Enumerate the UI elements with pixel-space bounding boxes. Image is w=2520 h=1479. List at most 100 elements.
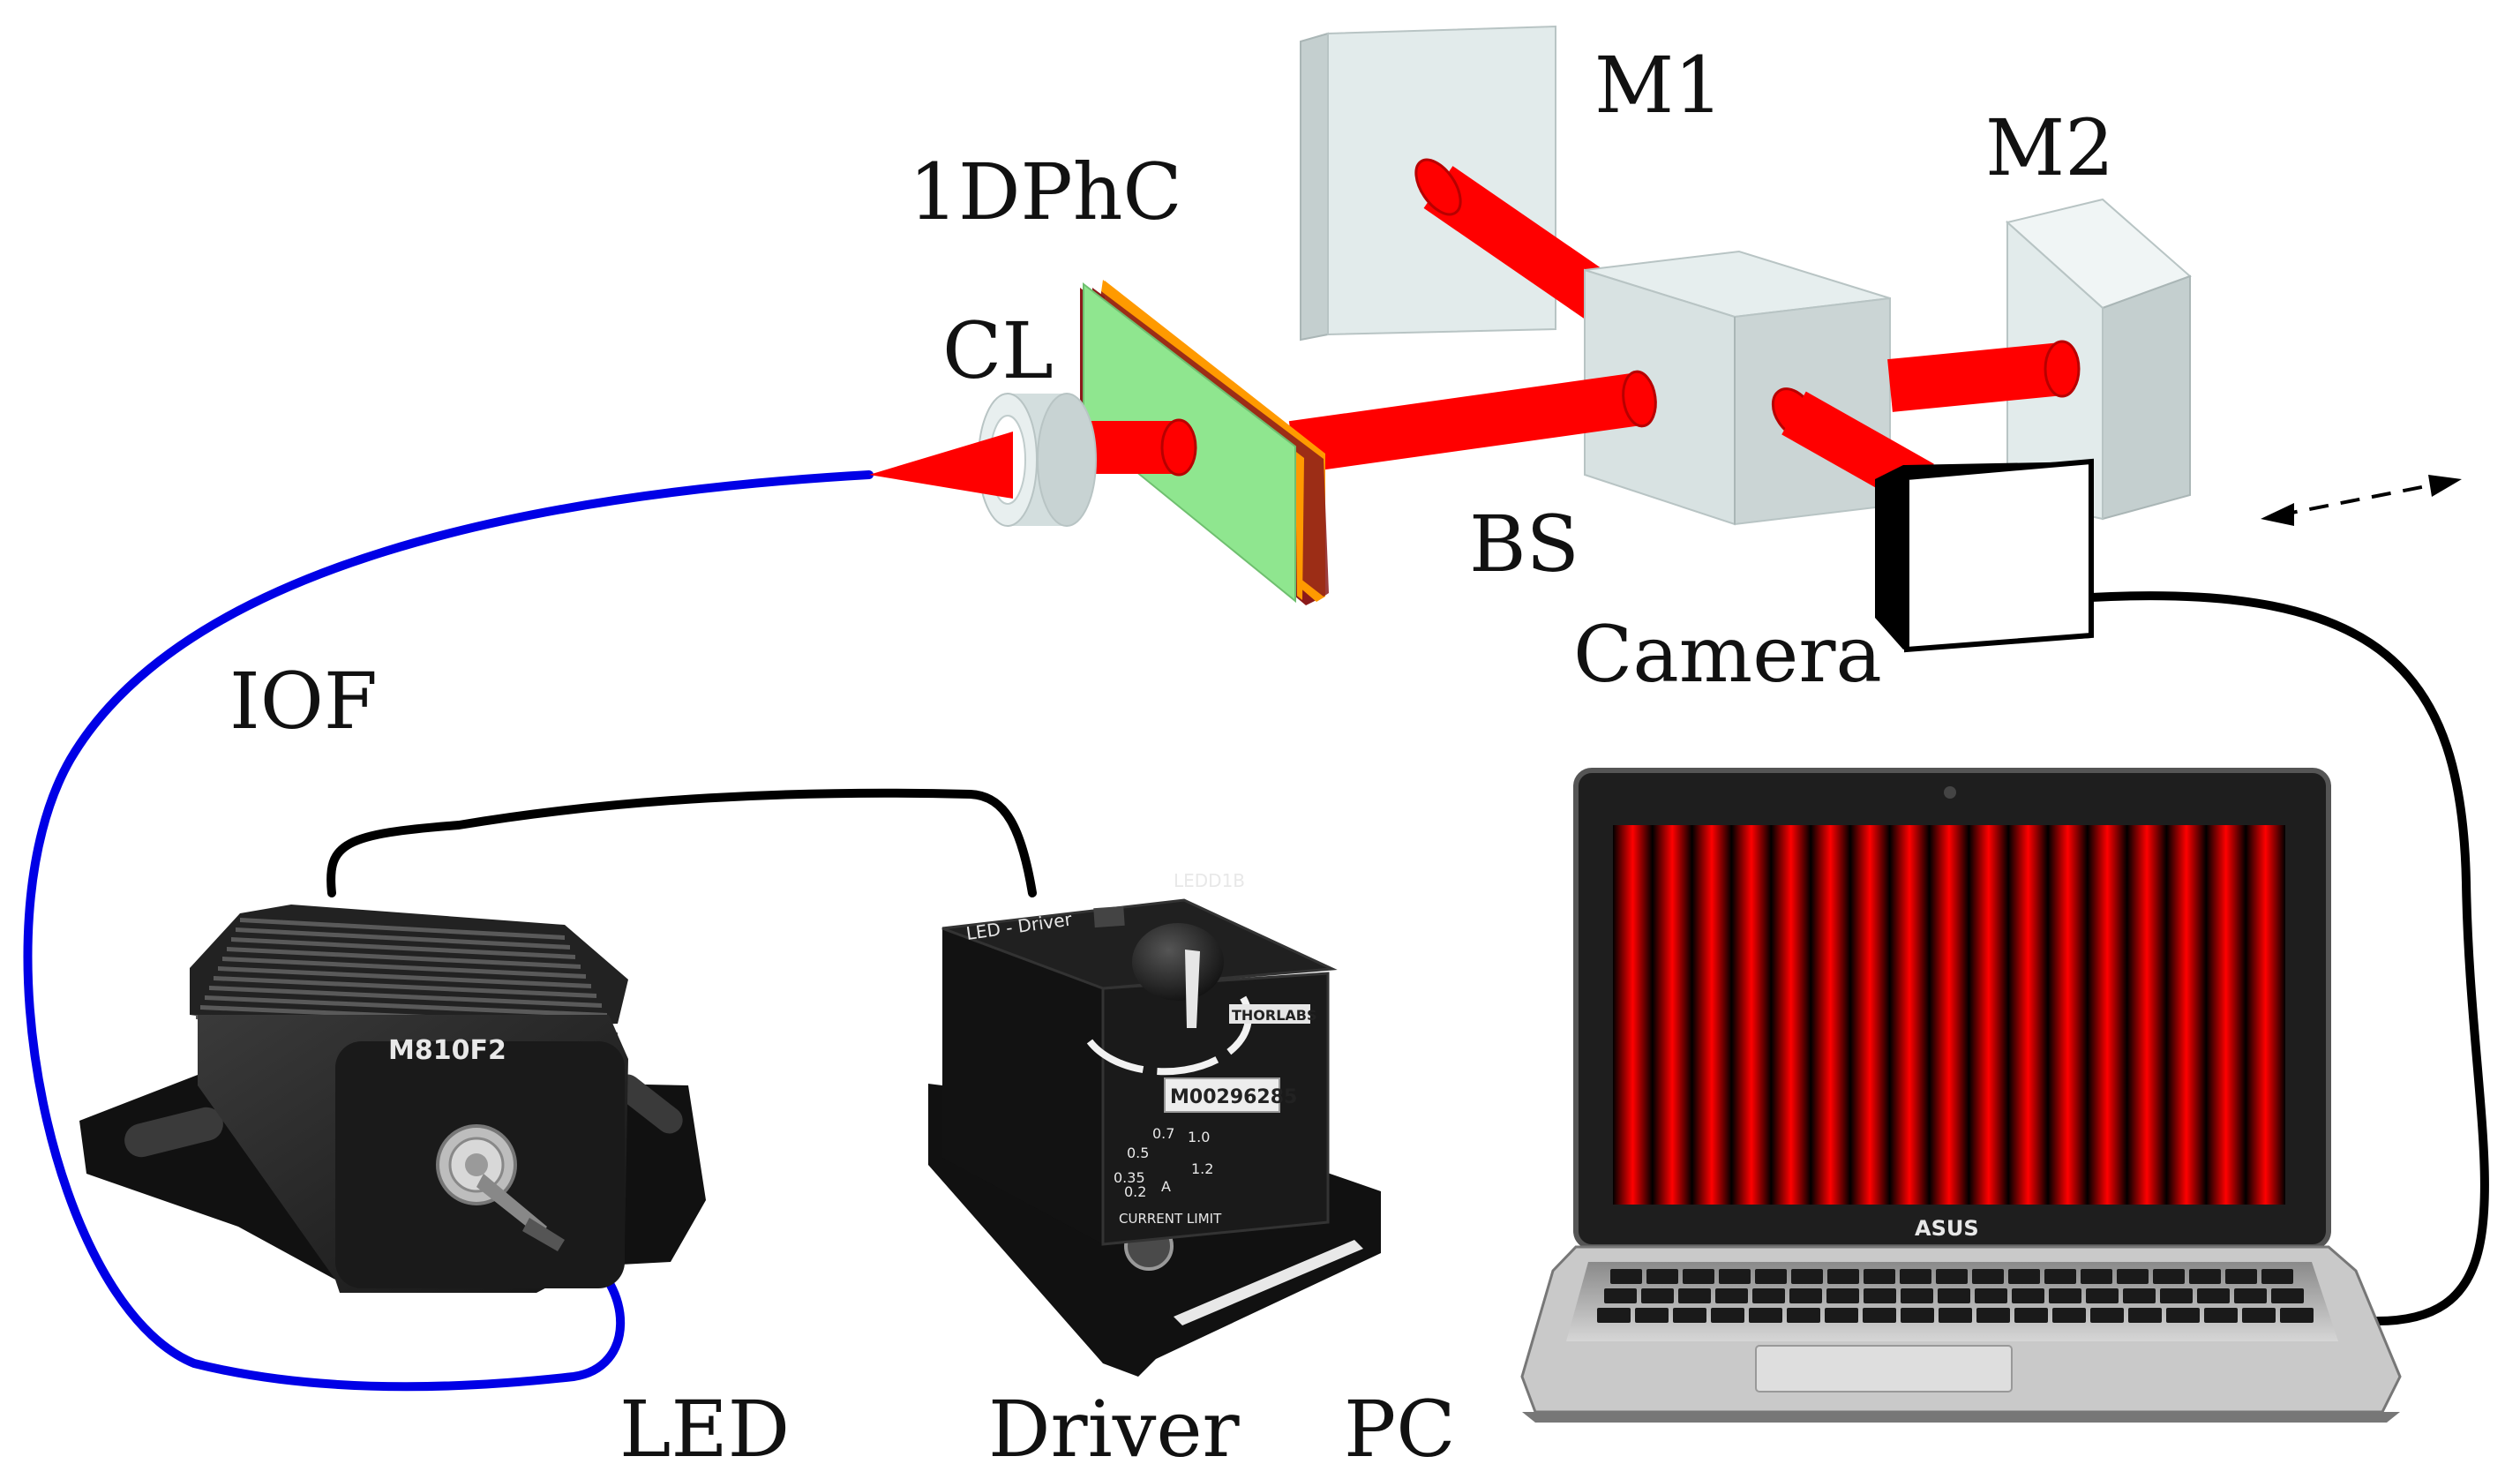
label-m1: M1 (1594, 40, 1723, 131)
label-camera: Camera (1573, 609, 1882, 700)
heatsink-fin (231, 937, 575, 959)
keyboard-key (2153, 1269, 2185, 1284)
keyboard-key (1900, 1269, 1931, 1284)
led-driver: LED - Driver LEDD1B THORLABS M00296285 0… (928, 870, 1381, 1377)
fringe-stripe (1691, 825, 1732, 1205)
driver-model: LEDD1B (1174, 870, 1245, 891)
keyboard-key (1787, 1308, 1820, 1323)
dial-unit: A (1161, 1178, 1171, 1195)
keyboard-key (1749, 1308, 1782, 1323)
label-led: LED (619, 1384, 790, 1475)
keyboard-key (1610, 1269, 1642, 1284)
label-driver: Driver (988, 1384, 1241, 1475)
heatsink-fin (218, 966, 591, 988)
label-cl: CL (942, 305, 1054, 396)
keyboard-key (2128, 1308, 2162, 1323)
keyboard (1597, 1269, 2314, 1323)
mounting-slot-right (614, 1074, 683, 1134)
keyboard-key (1755, 1269, 1787, 1284)
keyboard-key (1976, 1308, 2010, 1323)
dial-tick-0.2: 0.2 (1124, 1183, 1146, 1200)
heatsink-fin (236, 927, 570, 950)
optical-fiber-iof (23, 470, 874, 1392)
fringe-stripe (1969, 825, 2009, 1205)
keyboard-key (1863, 1308, 1896, 1323)
fringe-stripe (1889, 825, 1930, 1205)
driver-serial: M00296285 (1170, 1086, 1297, 1108)
interference-fringes (1613, 825, 2285, 1205)
keyboard-key (1641, 1288, 1674, 1303)
keyboard-key (2242, 1308, 2276, 1323)
keyboard-key (1673, 1308, 1706, 1323)
keyboard-key (2204, 1308, 2238, 1323)
current-limit-label: CURRENT LIMIT (1119, 1211, 1222, 1227)
keyboard-key (1683, 1269, 1714, 1284)
keyboard-key (1789, 1288, 1822, 1303)
heatsink-fin (209, 986, 602, 1008)
beam-main (1288, 370, 1657, 474)
keyboard-key (1646, 1269, 1678, 1284)
keyboard-key (1635, 1308, 1669, 1323)
beam-diverging-cone (869, 432, 1013, 499)
fringe-stripe (1811, 825, 1850, 1205)
keyboard-key (2160, 1288, 2193, 1303)
keyboard-key (2280, 1308, 2314, 1323)
keyboard-key (2197, 1288, 2230, 1303)
heatsink-fin (214, 976, 596, 998)
webcam (1944, 786, 1956, 799)
touchpad (1755, 1345, 2013, 1393)
keyboard-key (2166, 1308, 2200, 1323)
fringe-stripe (2008, 825, 2048, 1205)
camera-to-pc-cable (2087, 591, 2489, 1326)
keyboard-key (1678, 1288, 1711, 1303)
led-to-driver-cable (326, 788, 1037, 897)
keyboard-key (1604, 1288, 1637, 1303)
keyboard-key (2052, 1308, 2086, 1323)
keyboard-key (2123, 1288, 2156, 1303)
keyboard-key (1864, 1288, 1896, 1303)
fringe-stripe (2126, 825, 2167, 1205)
camera (1875, 458, 2094, 653)
beam-to-m2 (1887, 340, 2081, 412)
mounting-slot-left (124, 1107, 223, 1158)
fringe-stripe (1613, 825, 1653, 1205)
translation-double-arrow (2261, 475, 2462, 526)
current-knob (1132, 923, 1224, 1001)
keyboard-key (2014, 1308, 2048, 1323)
dial-tick-1.2: 1.2 (1191, 1160, 1213, 1177)
heatsink-fins (196, 918, 618, 1037)
fringe-stripe (1849, 825, 1890, 1205)
keyboard-key (1864, 1269, 1895, 1284)
label-pc: PC (1344, 1384, 1456, 1475)
keyboard-key (1827, 1269, 1859, 1284)
keyboard-key (2081, 1269, 2112, 1284)
heatsink-fin (205, 995, 607, 1017)
label-bs: BS (1469, 499, 1579, 589)
keyboard-key (1975, 1288, 2007, 1303)
keyboard-key (1826, 1288, 1859, 1303)
keyboard-key (2271, 1288, 2304, 1303)
keyboard-key (1936, 1269, 1968, 1284)
keyboard-key (1719, 1269, 1751, 1284)
heatsink-fin (227, 947, 581, 969)
led-model-label: M810F2 (388, 1035, 506, 1066)
keyboard-key (2189, 1269, 2221, 1284)
keyboard-key (1939, 1308, 1972, 1323)
fringe-stripe (1929, 825, 1969, 1205)
heatsink-fin (240, 918, 565, 940)
heatsink-fin (222, 957, 586, 979)
laptop-brand: ASUS (1915, 1216, 1979, 1241)
keyboard-key (2012, 1288, 2044, 1303)
fringe-stripe (2087, 825, 2127, 1205)
keyboard-key (2225, 1269, 2257, 1284)
fringe-stripe (1652, 825, 1692, 1205)
fringe-stripe (2246, 825, 2285, 1205)
dial-tick-0.35: 0.35 (1114, 1169, 1145, 1186)
fringe-stripe (2048, 825, 2088, 1205)
label-m2: M2 (1985, 102, 2114, 193)
fringe-stripe (2166, 825, 2207, 1205)
keyboard-key (2008, 1269, 2040, 1284)
led-device: M810F2 (79, 905, 706, 1293)
keyboard-key (2117, 1269, 2149, 1284)
keyboard-key (1715, 1288, 1748, 1303)
